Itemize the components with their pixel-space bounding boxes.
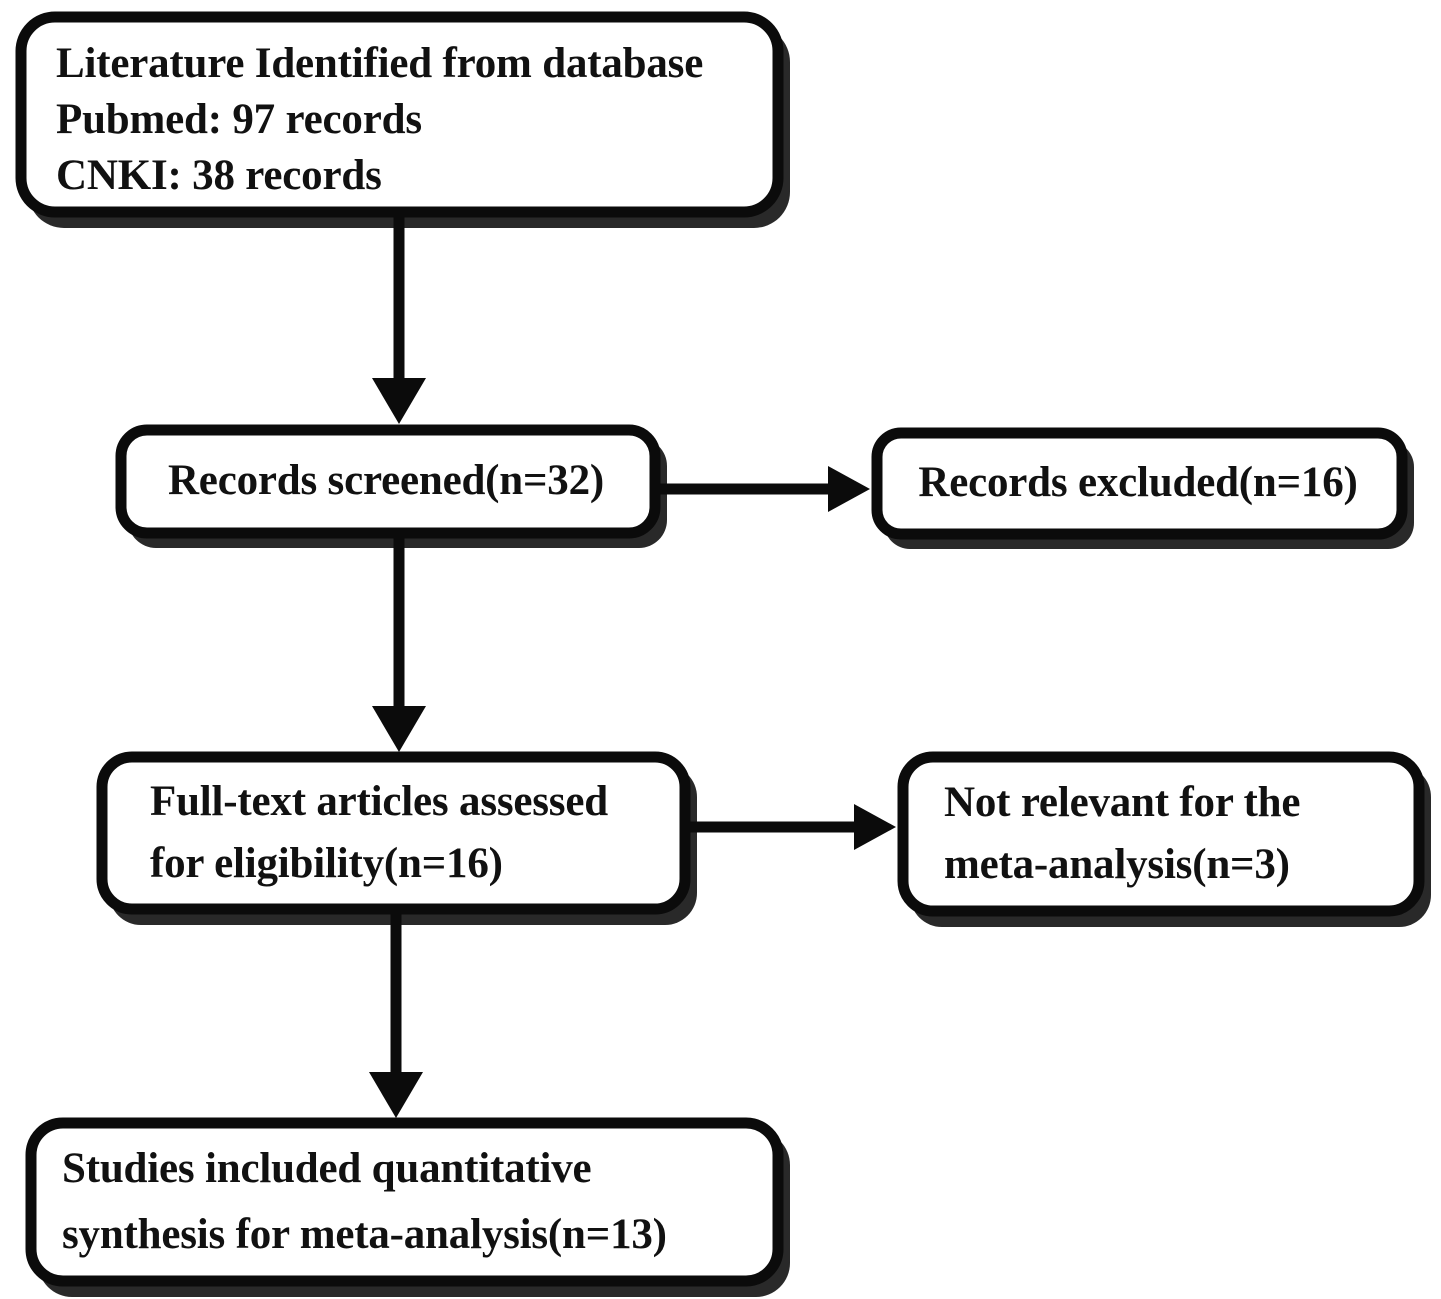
box-identification xyxy=(15,11,784,218)
edge-fulltext-included-arrowhead xyxy=(369,1072,423,1118)
box-included xyxy=(25,1117,784,1287)
edge-screened-fulltext-arrowhead xyxy=(372,706,426,752)
box-notrelevant xyxy=(897,751,1425,917)
box-screened xyxy=(115,424,661,539)
connector-group xyxy=(369,216,896,1118)
edge-screened-excluded-arrowhead xyxy=(828,466,870,512)
edge-identification-screened-arrowhead xyxy=(372,378,426,424)
box-excluded xyxy=(871,427,1408,540)
box-outline-group xyxy=(15,11,1425,1287)
box-fulltext xyxy=(96,751,691,915)
edge-fulltext-notrelevant-arrowhead xyxy=(854,804,896,850)
